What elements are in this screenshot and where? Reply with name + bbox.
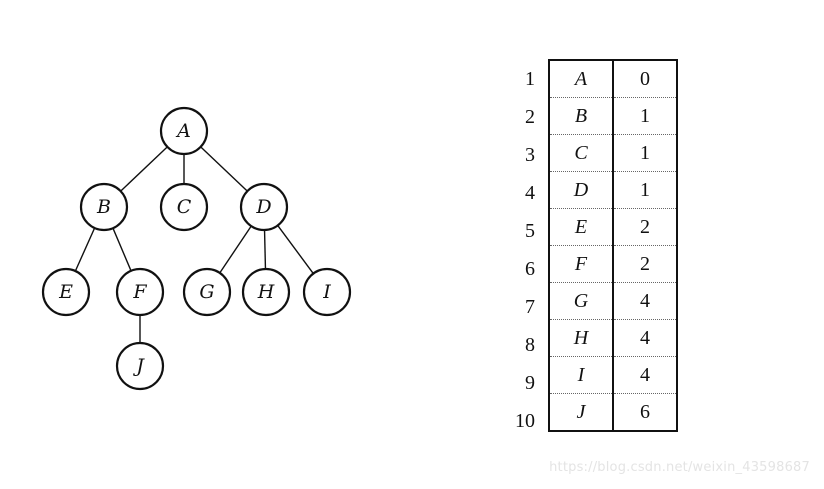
parent-index-cell: 1 — [613, 171, 677, 209]
tree-node-label: C — [177, 196, 192, 218]
tree-node-circle — [115, 267, 165, 317]
parent-index-cell: 4 — [613, 282, 677, 320]
parent-index-cell: 4 — [613, 356, 677, 394]
node-name-cell: H — [549, 319, 614, 357]
tree-node-label: B — [96, 196, 111, 218]
tree-edges — [74, 146, 314, 343]
tree-node-circle — [159, 106, 209, 156]
tree-node-label: D — [255, 196, 271, 218]
tree-edge-a-d — [200, 146, 248, 192]
tree-node-circle — [159, 182, 209, 232]
tree-node-h: H — [241, 267, 291, 317]
tree-node-d: D — [239, 182, 289, 232]
tree-node-circle — [239, 182, 289, 232]
index-column: 1 2 3 4 5 6 7 8 9 10 — [495, 60, 535, 440]
row-index: 3 — [525, 144, 535, 166]
tree-edge-b-e — [74, 227, 96, 272]
row-index: 4 — [525, 182, 535, 204]
parent-index-cell: 4 — [613, 319, 677, 357]
row-index: 10 — [515, 410, 535, 432]
row-index: 1 — [525, 68, 535, 90]
tree-node-label: E — [58, 281, 73, 303]
node-name-cell: D — [549, 171, 614, 209]
parent-index-cell: 0 — [640, 67, 650, 90]
tree-node-label: J — [132, 355, 145, 377]
node-name-cell: A — [549, 60, 614, 98]
tree-diagram: A B C D E F G H I J — [41, 106, 352, 391]
tree-node-circle — [115, 341, 165, 391]
tree-node-j: J — [115, 341, 165, 391]
node-name-cell: E — [549, 208, 614, 246]
row-index: 8 — [525, 334, 535, 356]
tree-node-label: I — [322, 281, 331, 303]
tree-node-circle — [241, 267, 291, 317]
tree-nodes: A B C D E F G H I J — [41, 106, 352, 391]
row-index: 6 — [525, 258, 535, 280]
tree-edge-b-f — [112, 227, 132, 272]
tree-node-a: A — [159, 106, 209, 156]
tree-node-circle — [41, 267, 91, 317]
row-index: 9 — [525, 372, 535, 394]
parent-index-cell: 2 — [613, 208, 677, 246]
tree-node-circle — [182, 267, 232, 317]
row-index: 2 — [525, 106, 535, 128]
tree-edge-d-g — [219, 225, 252, 274]
parent-index-cell: 1 — [613, 134, 677, 172]
parent-index-cell: 6 — [613, 393, 677, 431]
tree-node-f: F — [115, 267, 165, 317]
tree-node-i: I — [302, 267, 352, 317]
tree-node-label: A — [175, 120, 191, 142]
tree-edge-d-i — [277, 225, 314, 274]
node-name-cell: I — [549, 356, 614, 394]
tree-node-label: F — [132, 281, 147, 303]
tree-node-label: G — [199, 281, 214, 303]
parent-index-cell: 2 — [613, 245, 677, 283]
node-name-cell: J — [549, 393, 614, 431]
node-name-cell: C — [549, 134, 614, 172]
node-name-cell: B — [549, 97, 614, 135]
row-index: 7 — [525, 296, 535, 318]
node-name-cell: F — [549, 245, 614, 283]
row-index: 5 — [525, 220, 535, 242]
tree-node-circle — [79, 182, 129, 232]
watermark: https://blog.csdn.net/weixin_43598687 — [549, 460, 810, 475]
tree-node-label: H — [257, 281, 275, 303]
tree-edge-d-h — [263, 229, 267, 270]
tree-node-g: G — [182, 267, 232, 317]
tree-node-c: C — [159, 182, 209, 232]
node-name-cell: G — [549, 282, 614, 320]
parent-index-cell: 1 — [613, 97, 677, 135]
tree-node-circle — [302, 267, 352, 317]
tree-node-b: B — [79, 182, 129, 232]
tree-node-e: E — [41, 267, 91, 317]
tree-edge-a-b — [120, 146, 168, 192]
